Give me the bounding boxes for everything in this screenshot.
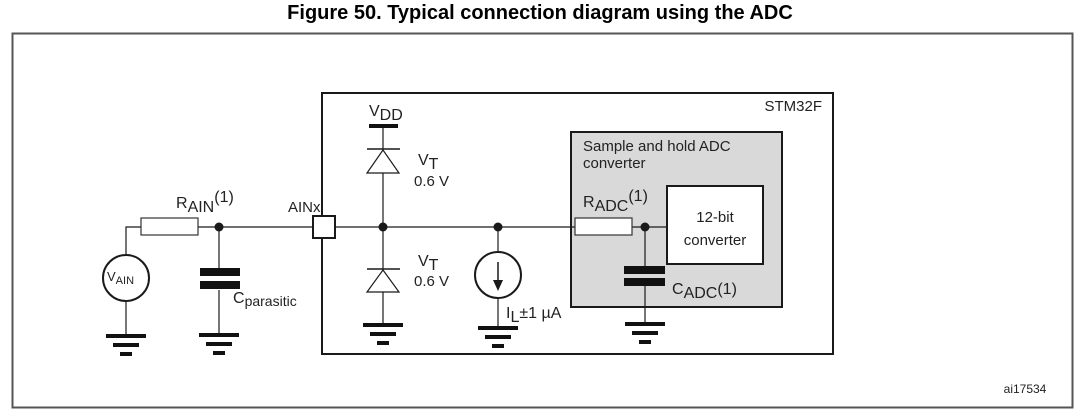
c-adc-label-sub: ADC [684, 285, 718, 302]
12bit-converter-box [666, 185, 764, 265]
vt-top-value: 0.6 V [414, 173, 449, 190]
c-adc-label-sup: (1) [717, 281, 737, 298]
c-adc-label: CADC(1) [672, 281, 737, 302]
ground-icon [199, 333, 239, 355]
ground-icon [478, 326, 518, 348]
figure-title: Figure 50. Typical connection diagram us… [287, 2, 793, 24]
c-parasitic-label-sub: parasitic [245, 293, 297, 309]
r-adc-label-main: R [583, 194, 595, 211]
c-parasitic-plate-top [200, 268, 240, 276]
c-parasitic-label: Cparasitic [233, 290, 297, 309]
figure-id-code: ai17534 [1004, 382, 1047, 396]
ground-icon [106, 334, 146, 356]
protection-diode-top [365, 148, 401, 174]
vt-top-label-sub: T [429, 156, 439, 173]
i-leak-label-value: ±1 µA [519, 305, 561, 322]
protection-diode-bottom [365, 268, 401, 293]
arrow-down-icon [493, 262, 503, 291]
r-adc-resistor [574, 217, 633, 236]
vdd-label-sub: DD [380, 107, 403, 124]
vt-bottom-label-main: V [418, 253, 429, 270]
vt-top-label-main: V [418, 152, 429, 169]
adc-block-label-line1: Sample and hold ADC [583, 138, 731, 155]
pin-label: AINx [288, 199, 321, 216]
converter-label-line2: converter [684, 232, 747, 249]
i-leak-label-main: I [506, 305, 510, 322]
r-adc-label-sub: ADC [595, 198, 629, 215]
chip-label: STM32F [764, 98, 822, 115]
vt-bottom-label: VT [418, 253, 439, 274]
junction-dot [640, 222, 650, 232]
i-leak-label-sub: L [510, 309, 519, 326]
junction-dot [493, 222, 503, 232]
r-ain-label-sub: AIN [188, 199, 215, 216]
vt-top-label: VT [418, 152, 439, 173]
figure-frame [11, 32, 1074, 409]
c-adc-label-main: C [672, 281, 684, 298]
junction-dot [214, 222, 224, 232]
r-ain-label-sup: (1) [214, 189, 234, 206]
i-leak-label: IL±1 µA [506, 305, 562, 326]
ground-icon [363, 323, 403, 345]
r-adc-label-sup: (1) [628, 188, 648, 205]
c-adc-plate-bottom [624, 278, 665, 286]
ainx-pin-pad [312, 215, 336, 239]
v-ain-label-main: V [107, 269, 116, 284]
r-adc-label: RADC(1) [583, 188, 648, 215]
v-ain-source [102, 254, 150, 302]
vdd-rail [369, 124, 398, 128]
ground-icon [625, 322, 665, 344]
r-ain-label-main: R [176, 195, 188, 212]
c-adc-plate-top [624, 266, 665, 274]
r-ain-resistor [140, 217, 199, 236]
converter-label-line1: 12-bit [696, 209, 734, 226]
c-parasitic-plate-bottom [200, 281, 240, 289]
vdd-label-main: V [369, 103, 380, 120]
vt-bottom-value: 0.6 V [414, 273, 449, 290]
r-ain-label: RAIN(1) [176, 189, 234, 216]
v-ain-label-sub: AIN [116, 275, 134, 287]
junction-dot [378, 222, 388, 232]
vdd-label: VDD [369, 103, 403, 124]
adc-block-label-line2: converter [583, 155, 646, 172]
v-ain-label: VAIN [107, 269, 134, 287]
vt-bottom-label-sub: T [429, 257, 439, 274]
c-parasitic-label-main: C [233, 290, 245, 307]
